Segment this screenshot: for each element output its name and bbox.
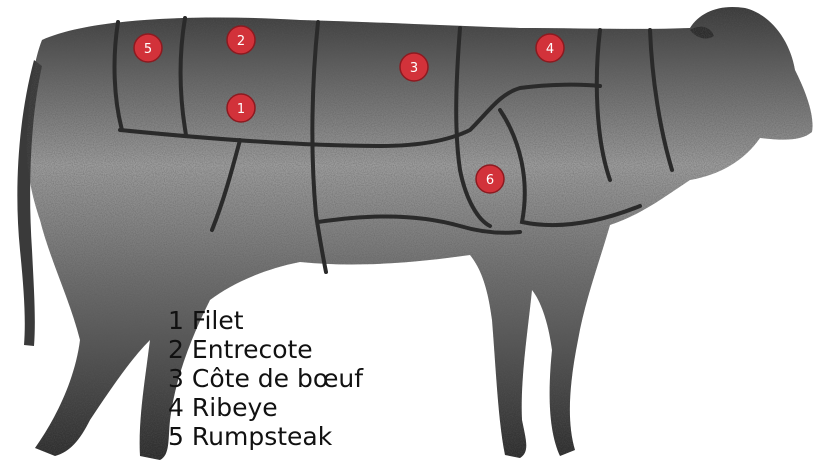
legend-name: Ribeye: [192, 393, 278, 422]
marker-4[interactable]: 4: [536, 34, 564, 62]
legend-name: Filet: [192, 306, 244, 335]
legend-item-3: 3 Côte de bœuf: [168, 364, 528, 393]
marker-2[interactable]: 2: [227, 26, 255, 54]
marker-6-number: 6: [486, 173, 494, 188]
legend-number: 1: [168, 306, 184, 335]
marker-5-number: 5: [144, 42, 152, 57]
marker-1[interactable]: 1: [227, 94, 255, 122]
legend-name: Entrecote: [192, 335, 313, 364]
legend-number: 4: [168, 393, 184, 422]
marker-3[interactable]: 3: [400, 53, 428, 81]
legend-number: 5: [168, 422, 184, 451]
legend-number: 2: [168, 335, 184, 364]
marker-2-number: 2: [237, 34, 245, 49]
marker-3-number: 3: [410, 61, 418, 76]
legend-name: Côte de bœuf: [192, 364, 363, 393]
legend-item-5: 5 Rumpsteak: [168, 422, 528, 451]
legend-name: Rumpsteak: [192, 422, 332, 451]
marker-1-number: 1: [237, 102, 245, 117]
marker-5[interactable]: 5: [134, 34, 162, 62]
legend-item-1: 1 Filet: [168, 306, 528, 335]
legend-item-2: 2 Entrecote: [168, 335, 528, 364]
legend-number: 3: [168, 364, 184, 393]
marker-4-number: 4: [546, 42, 554, 57]
legend-item-4: 4 Ribeye: [168, 393, 528, 422]
marker-6[interactable]: 6: [476, 165, 504, 193]
